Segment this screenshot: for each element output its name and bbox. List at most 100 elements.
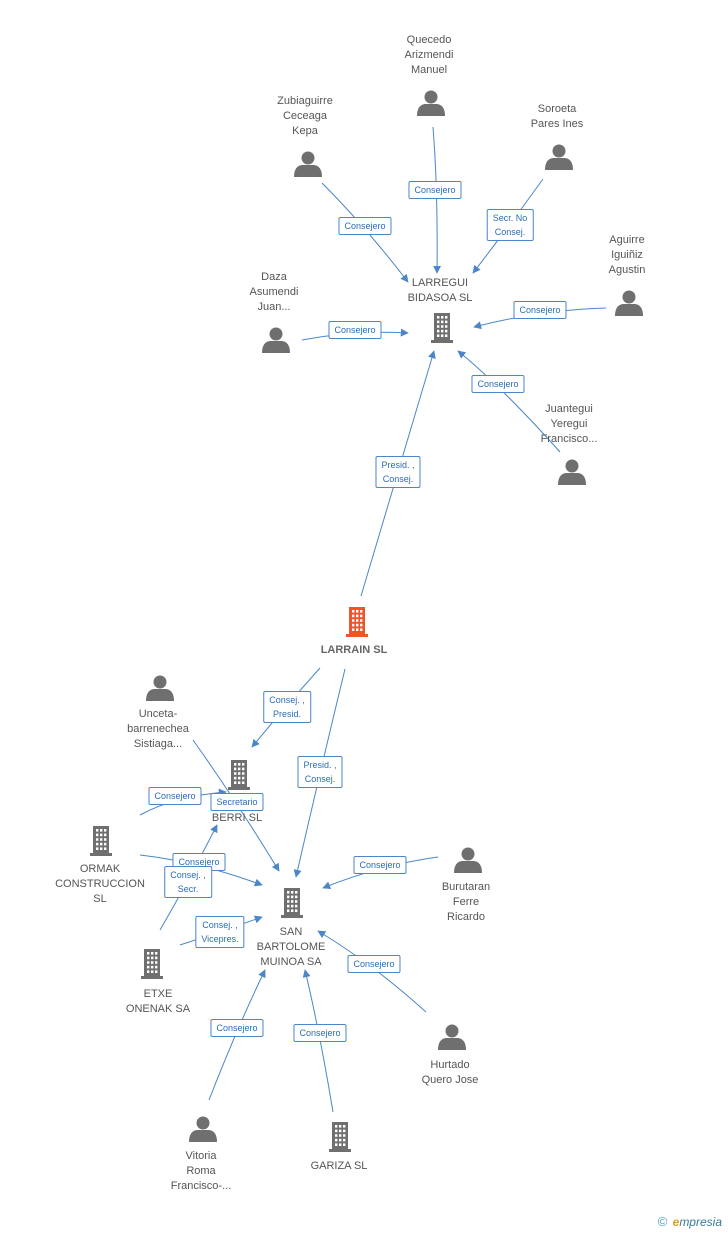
node-label-line: Pares Ines xyxy=(530,118,584,130)
node-label-line: BARTOLOME xyxy=(256,941,326,953)
node-label-line: Unceta- xyxy=(138,708,178,720)
node-label-line: Kepa xyxy=(292,125,318,137)
brand-name: mpresia xyxy=(679,1215,722,1229)
edge-label-juantegui-larregui[interactable]: Consejero xyxy=(471,375,525,393)
node-label-line: Juan... xyxy=(257,301,291,313)
edge-label-hurtado-sanbartolome[interactable]: Consejero xyxy=(347,955,401,973)
edge-label-etxe-berri[interactable]: Consej. ,Secr. xyxy=(164,866,212,898)
edge-label-zubiaguirre-larregui[interactable]: Consejero xyxy=(338,217,392,235)
edge-label-line: Presid. , xyxy=(303,760,337,770)
node-label-line: Ricardo xyxy=(447,911,485,923)
node-label-line: Ceceaga xyxy=(282,110,328,122)
company-icon-larrain[interactable] xyxy=(346,607,368,637)
brand-initial: e xyxy=(672,1215,680,1229)
person-icon-daza[interactable] xyxy=(262,327,290,354)
node-label-line: Yeregui xyxy=(550,418,588,430)
edge-label-line: Consejero xyxy=(477,379,519,389)
edge-quecedo-to-larregui xyxy=(432,126,442,274)
edge-label-quecedo-larregui[interactable]: Consejero xyxy=(408,181,462,199)
node-label-sanbartolome[interactable]: SAN BARTOLOME MUINOA SA xyxy=(257,925,326,970)
footer-brand[interactable]: © empresia xyxy=(658,1214,722,1229)
edge-label-line: Consejero xyxy=(216,1023,258,1033)
company-icon-ormak[interactable] xyxy=(90,826,112,856)
edge-label-line: Vicepres. xyxy=(201,934,239,944)
node-label-line: Manuel xyxy=(410,64,448,76)
node-label-etxe[interactable]: ETXE ONENAK SA xyxy=(126,987,190,1017)
edge-label-line: Consej. xyxy=(382,474,414,484)
node-label-line: Quecedo xyxy=(406,34,452,46)
person-icon-soroeta[interactable] xyxy=(545,144,573,171)
company-icon-gariza[interactable] xyxy=(329,1122,351,1152)
node-label-line: SL xyxy=(93,893,107,905)
edge-label-aguirre-larregui[interactable]: Consejero xyxy=(513,301,567,319)
edge-label-line: Consejero xyxy=(359,860,401,870)
node-label-gariza[interactable]: GARIZA SL xyxy=(311,1159,368,1174)
edge-juantegui-to-larregui xyxy=(457,350,561,453)
edge-label-larrain-berri[interactable]: Consej. ,Presid. xyxy=(263,691,311,723)
node-label-line: Soroeta xyxy=(537,103,577,115)
edge-label-larrain-larregui[interactable]: Presid. ,Consej. xyxy=(375,456,421,488)
person-icon-quecedo[interactable] xyxy=(417,90,445,117)
edge-label-line: Consejero xyxy=(519,305,561,315)
edge-label-line: Consej. , xyxy=(202,920,238,930)
node-label-line: Sistiaga... xyxy=(133,738,183,750)
node-label-line: barrenechea xyxy=(127,723,189,735)
company-icon-berri[interactable] xyxy=(228,760,250,790)
company-icon-etxe[interactable] xyxy=(141,949,163,979)
node-label-line: ETXE xyxy=(143,988,173,1000)
edge-label-line: Consej. xyxy=(494,227,526,237)
person-icon-burutaran[interactable] xyxy=(454,847,482,874)
person-icon-aguirre[interactable] xyxy=(615,290,643,317)
edge-label-gariza-sanbartolome[interactable]: Consejero xyxy=(293,1024,347,1042)
node-label-line: MUINOA SA xyxy=(260,956,322,968)
company-icon-larregui[interactable] xyxy=(431,313,453,343)
nodes-layer xyxy=(90,90,643,1152)
edge-label-etxe-sanbartolome[interactable]: Consej. , Vicepres. xyxy=(195,916,245,948)
node-label-larrain[interactable]: LARRAIN SL xyxy=(321,643,388,658)
company-icon-sanbartolome[interactable] xyxy=(281,888,303,918)
edge-label-daza-larregui[interactable]: Consejero xyxy=(328,321,382,339)
node-label-line: Zubiaguirre xyxy=(277,95,333,107)
node-label-line: Daza xyxy=(261,271,287,283)
node-label-line: Agustin xyxy=(608,264,646,276)
node-label-line: Hurtado xyxy=(430,1059,470,1071)
edge-label-line: Consejero xyxy=(344,221,386,231)
person-icon-vitoria[interactable] xyxy=(189,1116,217,1143)
node-label-line: Asumendi xyxy=(249,286,299,298)
edge-label-line: Consej. xyxy=(304,774,336,784)
edge-label-unceta-sanbartolome[interactable]: Secretario xyxy=(210,793,264,811)
person-icon-hurtado[interactable] xyxy=(438,1024,466,1051)
node-label-line: Iguiñiz xyxy=(611,249,643,261)
edge-label-vitoria-sanbartolome[interactable]: Consejero xyxy=(210,1019,264,1037)
edge-label-larrain-sanbartolome[interactable]: Presid. , Consej. xyxy=(297,756,343,788)
edge-label-line: Consejero xyxy=(353,959,395,969)
node-label-line: SAN xyxy=(279,926,303,938)
node-label-berri[interactable]: BERRI SL xyxy=(212,811,262,826)
node-label-line: Francisco... xyxy=(540,433,598,445)
person-icon-zubiaguirre[interactable] xyxy=(294,151,322,178)
copyright-symbol: © xyxy=(657,1214,668,1229)
edge-label-ormak-berri[interactable]: Consejero xyxy=(148,787,202,805)
edge-label-burutaran-sanbartolome[interactable]: Consejero xyxy=(353,856,407,874)
node-label-line: ONENAK SA xyxy=(125,1003,191,1015)
person-icon-unceta[interactable] xyxy=(146,675,174,702)
person-icon-juantegui[interactable] xyxy=(558,459,586,486)
node-label-line: Arizmendi xyxy=(404,49,454,61)
edge-label-line: Consejero xyxy=(154,791,196,801)
edge-label-line: Consejero xyxy=(299,1028,341,1038)
node-label-line: Vitoria xyxy=(185,1150,217,1162)
